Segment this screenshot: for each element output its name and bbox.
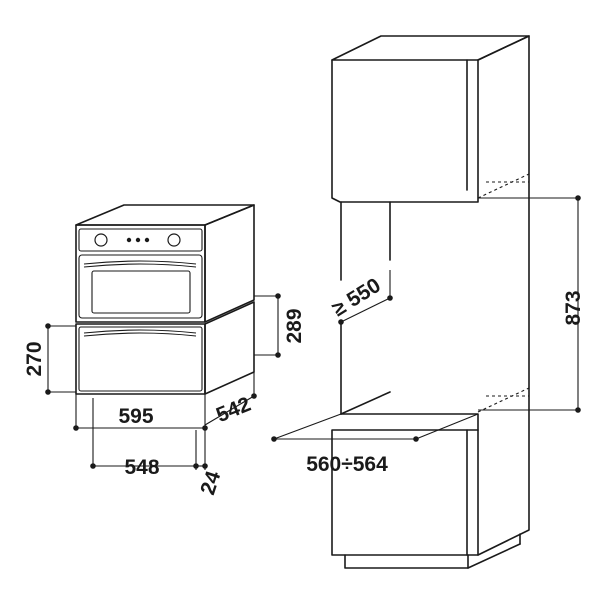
dim-oven-depth: 542	[205, 372, 257, 427]
cabinet-plinth	[345, 555, 468, 568]
label-oven-width: 595	[118, 405, 153, 428]
drawer-side-face	[205, 302, 254, 394]
drawer-unit	[76, 302, 254, 394]
cabinet-side-face	[478, 36, 529, 555]
label-oven-height: 289	[283, 308, 306, 343]
cabinet-upper-front	[332, 60, 478, 202]
label-drawer-height: 270	[23, 341, 46, 376]
oven-top-face	[76, 205, 254, 225]
label-front-thickness: 24	[196, 468, 225, 498]
label-niche-width: 560÷564	[306, 453, 388, 476]
label-niche-height: 873	[562, 290, 585, 325]
label-oven-depth: 542	[213, 393, 254, 427]
indicator-light-icon	[127, 238, 131, 242]
dim-niche-width: 560÷564	[271, 414, 478, 476]
label-inner-width: 548	[124, 456, 159, 479]
oven-window	[92, 271, 190, 313]
dim-front-thickness: 24	[196, 430, 225, 498]
cabinet-lower-front	[332, 430, 478, 555]
right-knob-icon	[168, 234, 180, 246]
indicator-light-icon	[136, 238, 140, 242]
dim-niche-depth: ≥ 550	[328, 270, 393, 325]
dim-drawer-height: 270	[23, 323, 76, 395]
dim-oven-height: 289	[254, 293, 306, 358]
indicator-light-icon	[145, 238, 149, 242]
left-knob-icon	[95, 234, 107, 246]
dim-niche-height: 873	[478, 195, 585, 413]
cabinet-top-face	[332, 36, 529, 60]
oven-appliance	[76, 205, 254, 322]
